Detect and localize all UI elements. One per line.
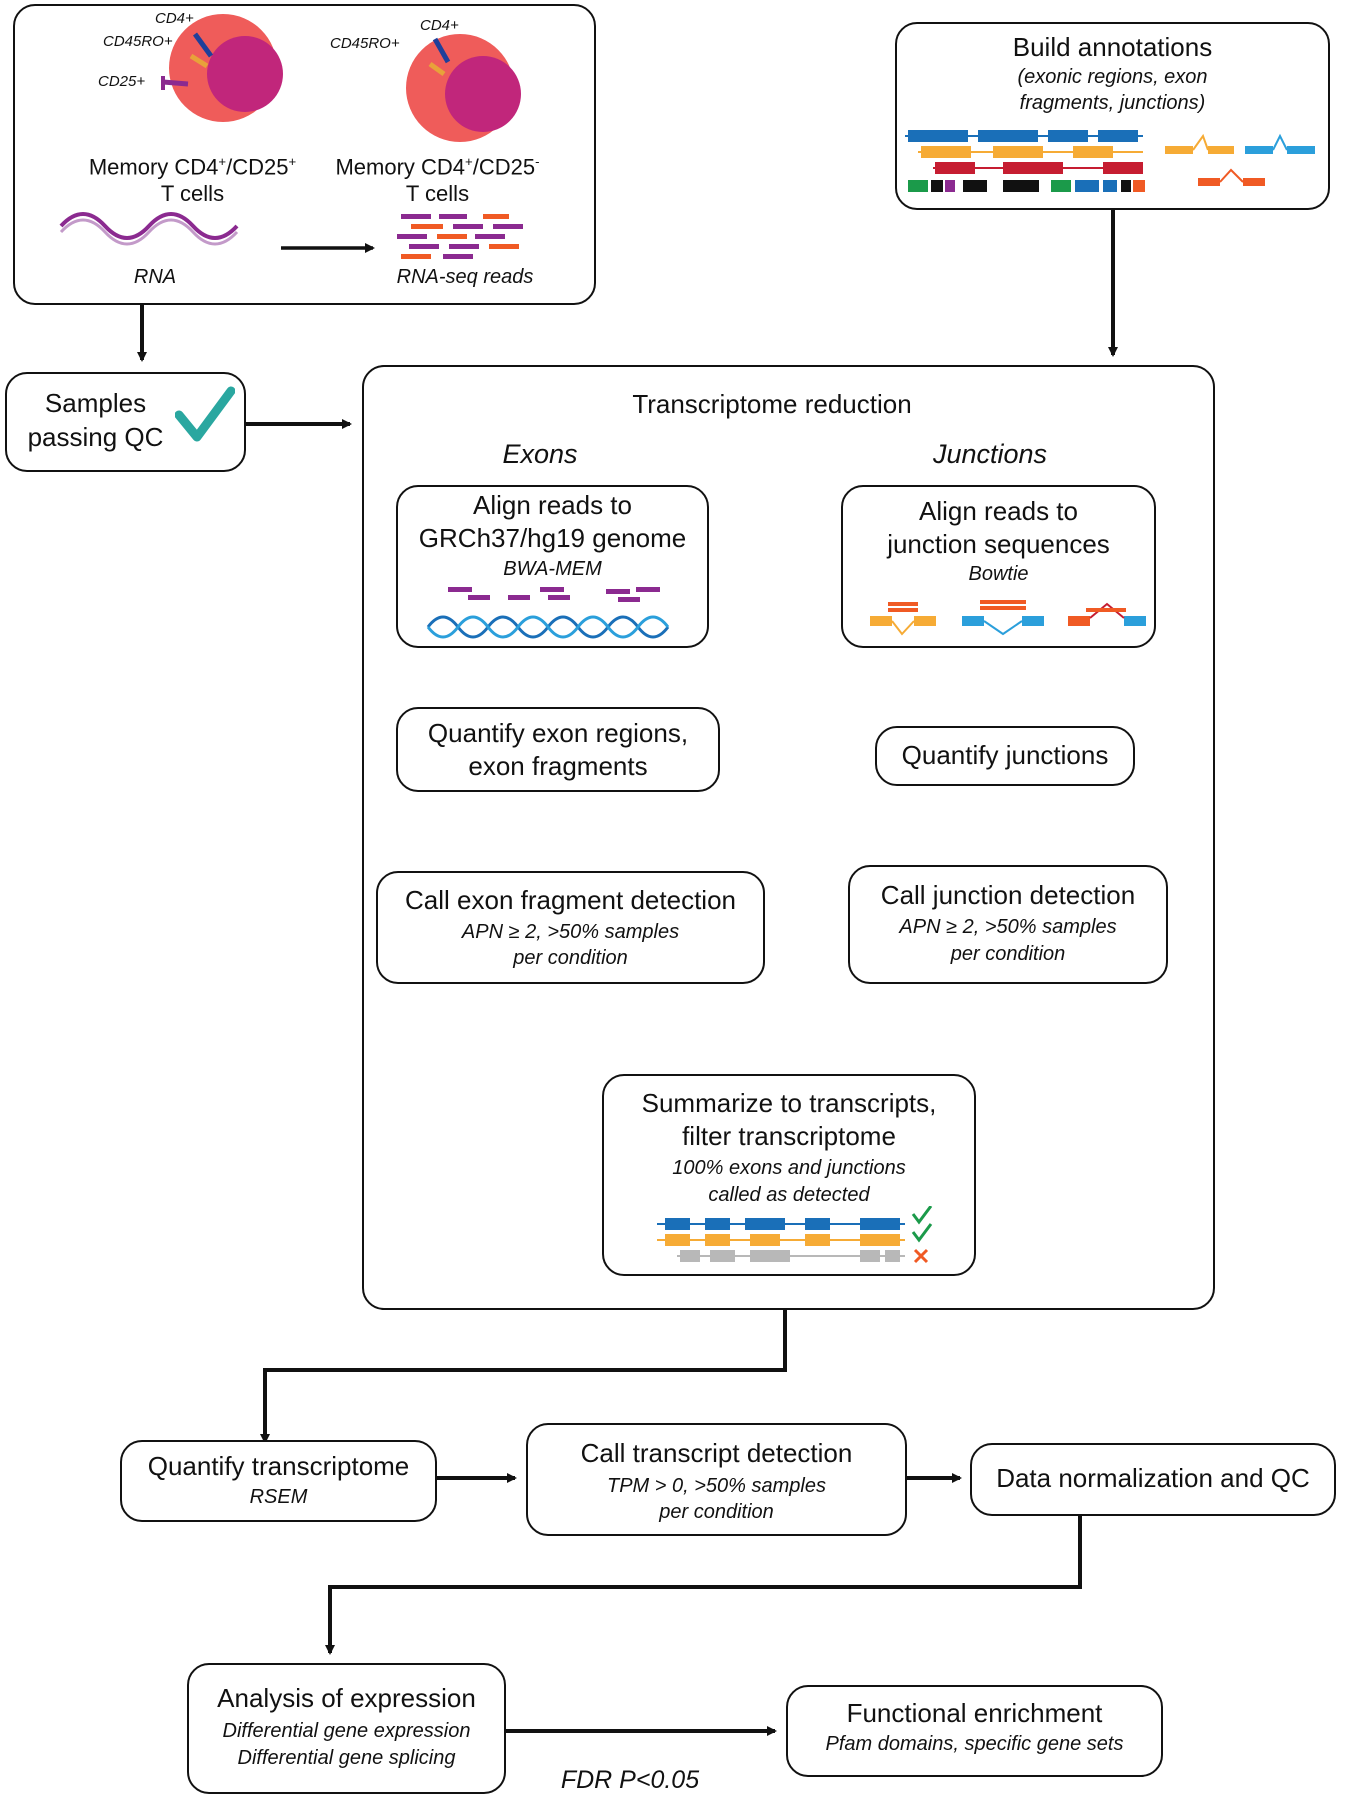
cell1-marker-cd4: CD4+	[155, 10, 194, 27]
cell-nucleus	[445, 56, 521, 132]
normalization-box	[970, 1443, 1336, 1516]
transcript-detection-title: Call transcript detection	[580, 1438, 853, 1468]
cell-nucleus	[207, 36, 283, 112]
analysis-line1: Differential gene expression	[222, 1720, 471, 1742]
junction-reads-icon	[870, 600, 1146, 636]
threshold-label: FDR P<0.05	[560, 1766, 700, 1794]
cell2-label: Memory CD4+/CD25-T cells	[335, 154, 540, 206]
quantify-exons-box	[396, 707, 720, 792]
qc-line2: passing QC	[27, 422, 164, 452]
quantify-transcriptome-box	[120, 1440, 437, 1522]
quantify-junctions-box	[875, 726, 1135, 786]
enrichment-subtitle: Pfam domains, specific gene sets	[825, 1733, 1124, 1755]
align-junctions-box	[841, 485, 1156, 648]
reduction-title: Transcriptome reduction	[632, 389, 912, 419]
analysis-line2: Differential gene splicing	[237, 1747, 456, 1769]
cell2-marker-cd45ro: CD45RO+	[330, 35, 400, 52]
annotations-subtitle-line1: (exonic regions, exon	[1017, 66, 1208, 88]
quantify-exons-line2: exon fragments	[468, 751, 648, 781]
cell1-label: Memory CD4+/CD25+T cells	[88, 154, 297, 206]
summarize-line2: filter transcriptome	[682, 1121, 896, 1151]
transcript-detection-criteria-line2: per condition	[659, 1501, 774, 1523]
call-junctions-title: Call junction detection	[880, 880, 1136, 910]
cell2-marker-cd4: CD4+	[420, 17, 459, 34]
summarize-box	[602, 1074, 976, 1276]
call-junctions-criteria-line2: per condition	[950, 943, 1066, 965]
transcript-filter-icon	[657, 1206, 933, 1264]
cell1-marker-cd25: CD25+	[98, 73, 146, 90]
quantify-exons-line1: Quantify exon regions,	[427, 718, 689, 748]
align-junctions-line2: junction sequences	[887, 529, 1110, 559]
cell-cd25-positive	[161, 14, 283, 122]
dna-reads-icon	[426, 587, 670, 639]
transcript-detection-box	[526, 1423, 907, 1536]
cell-cd25-negative	[406, 34, 521, 142]
annotations-title: Build annotations	[1012, 32, 1213, 62]
qc-line1: Samples	[44, 388, 147, 418]
align-exons-line2: GRCh37/hg19 genome	[418, 523, 687, 553]
cell1-marker-cd45ro: CD45RO+	[103, 33, 173, 50]
call-exons-criteria-line2: per condition	[513, 947, 628, 969]
enrichment-box	[786, 1685, 1163, 1777]
rna-reads-icon	[397, 214, 523, 259]
rna-strand-icon	[59, 212, 239, 246]
quantify-junctions-label: Quantify junctions	[901, 740, 1109, 770]
transcript-detection-criteria-line1: TPM > 0, >50% samples	[607, 1475, 826, 1497]
call-junctions-box	[848, 865, 1168, 984]
call-exons-criteria-line1: APN ≥ 2, >50% samples	[461, 921, 680, 943]
exons-heading: Exons	[502, 439, 578, 469]
analysis-title: Analysis of expression	[217, 1683, 476, 1713]
arrow-reduction-to-quantify-transcriptome	[260, 1308, 787, 1444]
gene-model-annotation-icon	[905, 130, 1315, 192]
rna-label: RNA	[133, 266, 177, 288]
call-junctions-criteria-line1: APN ≥ 2, >50% samples	[899, 916, 1117, 938]
quantify-transcriptome-tool: RSEM	[249, 1486, 308, 1508]
align-junctions-tool: Bowtie	[968, 563, 1029, 585]
junctions-heading: Junctions	[932, 439, 1048, 469]
summarize-criteria-line1: 100% exons and junctions	[672, 1157, 906, 1179]
normalization-title: Data normalization and QC	[996, 1463, 1310, 1493]
enrichment-title: Functional enrichment	[846, 1698, 1103, 1728]
align-junctions-line1: Align reads to	[919, 496, 1078, 526]
call-exons-box	[376, 871, 765, 984]
checkmark-icon	[175, 386, 235, 442]
cells-illustration	[59, 14, 523, 259]
call-exons-title: Call exon fragment detection	[405, 885, 736, 915]
arrow-normalization-to-analysis	[325, 1515, 1082, 1655]
reads-label: RNA-seq reads	[396, 266, 534, 288]
annotations-subtitle-line2: fragments, junctions)	[1019, 92, 1206, 114]
align-exons-line1: Align reads to	[473, 490, 632, 520]
analysis-box	[187, 1663, 506, 1794]
quantify-transcriptome-title: Quantify transcriptome	[147, 1451, 410, 1481]
summarize-line1: Summarize to transcripts,	[641, 1088, 937, 1118]
align-exons-tool: BWA-MEM	[503, 558, 602, 580]
summarize-criteria-line2: called as detected	[708, 1184, 870, 1206]
